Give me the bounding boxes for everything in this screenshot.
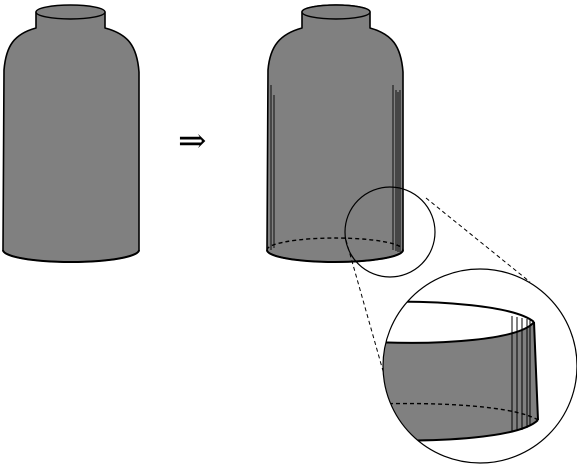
zoom-bottom-rim-back-dashed [383,402,539,421]
zoom-seam-lines [511,316,531,432]
zoom-top-rim-front [383,321,535,344]
open-bottle-seam-lines [270,85,401,252]
magnifier-connector-lines [345,197,531,379]
magnifier-zoom-circle [382,268,577,464]
closed-bottle [2,4,140,263]
closed-bottle-body [2,5,140,263]
closed-bottle-neck-top [35,4,106,20]
open-bottle [266,4,404,263]
closed-bottle-base [2,249,140,263]
open-bottle-base-front [266,249,404,263]
zoom-wall [383,322,538,441]
open-bottle-neck-top [301,4,371,20]
zoom-detail [382,268,577,464]
magnifier-source-circle [344,186,436,278]
transform-arrow: ⇒ [178,121,207,161]
open-bottle-body [266,4,404,263]
